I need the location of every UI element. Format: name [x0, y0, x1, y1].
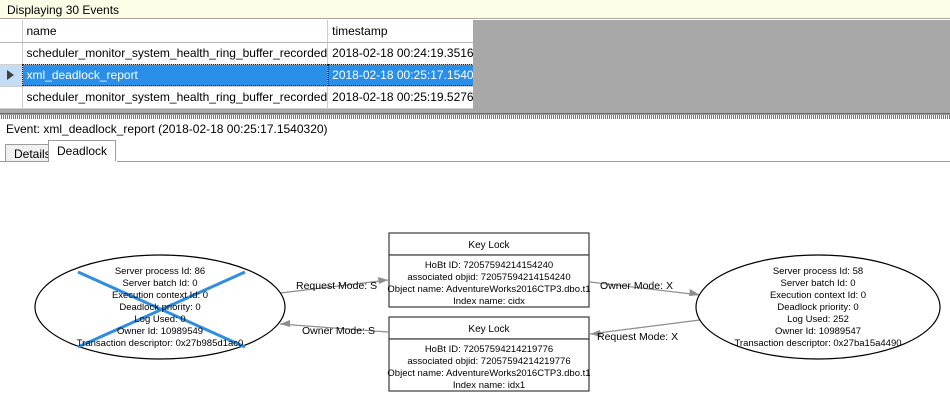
- left-process-line-6: Transaction descriptor: 0x27b985d1ac0: [77, 338, 244, 349]
- cell-timestamp[interactable]: 2018-02-18 00:25:17.1540320: [327, 64, 495, 87]
- table-row[interactable]: scheduler_monitor_system_health_ring_buf…: [0, 86, 495, 109]
- right-process-line-5: Owner Id: 10989547: [775, 326, 861, 337]
- right-process-line-0: Server process Id: 58: [773, 266, 863, 277]
- cell-name[interactable]: scheduler_monitor_system_health_ring_buf…: [22, 86, 329, 109]
- lower-lock-line-0: HoBt ID: 72057594214219776: [425, 344, 553, 355]
- arrow-head-icon: [689, 289, 700, 296]
- left-process-node[interactable]: Server process Id: 86 Server batch Id: 0…: [34, 254, 286, 360]
- left-process-line-4: Log Used: 0: [134, 314, 185, 325]
- header-row: name timestamp: [0, 20, 495, 43]
- left-process-line-2: Execution context Id: 0: [112, 290, 208, 301]
- deadlock-graph-svg: Request Mode: S Owner Mode: X Owner Mode…: [34, 232, 941, 392]
- event-detail-header: Event: xml_deadlock_report (2018-02-18 0…: [0, 120, 950, 138]
- upper-lock-title: Key Lock: [468, 240, 510, 251]
- right-process-node[interactable]: Server process Id: 58 Server batch Id: 0…: [695, 254, 941, 360]
- left-process-line-0: Server process Id: 86: [115, 266, 205, 277]
- upper-key-lock-node[interactable]: Key Lock HoBt ID: 72057594214154240 asso…: [387, 232, 591, 308]
- events-count-banner: Displaying 30 Events: [0, 0, 950, 19]
- upper-lock-line-3: Index name: cidx: [453, 296, 525, 307]
- right-process-line-4: Log Used: 252: [787, 314, 849, 325]
- edge-lower-owner-left: Owner Mode: S: [279, 320, 389, 337]
- lower-lock-body-box: [388, 338, 590, 392]
- table-row-selected[interactable]: xml_deadlock_report 2018-02-18 00:25:17.…: [0, 64, 495, 87]
- upper-lock-line-0: HoBt ID: 72057594214154240: [425, 260, 553, 271]
- deadlock-victim-cross-icon: [77, 270, 246, 349]
- row-selector-cell[interactable]: [0, 86, 23, 109]
- cell-timestamp[interactable]: 2018-02-18 00:24:19.3516078: [327, 42, 495, 65]
- events-table-header: name timestamp: [0, 20, 495, 43]
- events-count-label: Displaying 30 Events: [7, 3, 120, 17]
- cell-timestamp[interactable]: 2018-02-18 00:25:19.5276859: [327, 86, 495, 109]
- edge-upper-owner-right: Owner Mode: X: [589, 280, 701, 296]
- upper-lock-line-1: associated objid: 72057594214154240: [407, 272, 570, 283]
- right-process-line-6: Transaction descriptor: 0x27ba15a4490: [734, 338, 901, 349]
- lower-key-lock-node[interactable]: Key Lock HoBt ID: 72057594214219776 asso…: [387, 316, 591, 392]
- grid-empty-area: [473, 20, 950, 113]
- tab-deadlock[interactable]: Deadlock: [48, 140, 117, 162]
- tabstrip-underline: [0, 161, 950, 162]
- lower-lock-title: Key Lock: [468, 324, 510, 335]
- arrow-head-icon: [590, 330, 601, 337]
- row-selector-cell[interactable]: [0, 42, 23, 65]
- arrow-head-icon: [280, 320, 290, 327]
- left-process-line-1: Server batch Id: 0: [123, 278, 198, 289]
- cell-name[interactable]: scheduler_monitor_system_health_ring_buf…: [22, 42, 329, 65]
- event-detail-title: Event: xml_deadlock_report (2018-02-18 0…: [6, 122, 328, 136]
- column-header-timestamp[interactable]: timestamp: [327, 20, 495, 43]
- edge-right-request-lower: Request Mode: X: [589, 319, 701, 343]
- edge-label-lower-owner-left: Owner Mode: S: [302, 325, 375, 337]
- arrow-head-icon: [378, 277, 388, 284]
- right-process-line-1: Server batch Id: 0: [781, 278, 856, 289]
- cell-name[interactable]: xml_deadlock_report: [22, 64, 329, 87]
- detail-tabstrip: Details Deadlock: [0, 140, 950, 162]
- deadlock-graph-canvas[interactable]: Request Mode: S Owner Mode: X Owner Mode…: [0, 162, 950, 400]
- right-process-line-3: Deadlock priority: 0: [777, 302, 858, 313]
- events-table: name timestamp scheduler_monitor_system_…: [0, 20, 495, 109]
- edge-left-request-upper: Request Mode: S: [271, 277, 389, 295]
- horizontal-splitter[interactable]: [0, 114, 950, 119]
- process-ellipse: [695, 254, 941, 360]
- left-process-line-5: Owner Id: 10989549: [117, 326, 203, 337]
- events-grid[interactable]: name timestamp scheduler_monitor_system_…: [0, 20, 950, 114]
- edge-label-left-request-upper: Request Mode: S: [296, 280, 377, 292]
- lower-lock-line-1: associated objid: 72057594214219776: [407, 356, 570, 367]
- right-process-line-2: Execution context Id: 0: [770, 290, 866, 301]
- lower-lock-line-3: Index name: idx1: [453, 380, 525, 391]
- table-row[interactable]: scheduler_monitor_system_health_ring_buf…: [0, 42, 495, 65]
- column-header-selector[interactable]: [0, 20, 23, 43]
- current-row-arrow-icon: [7, 70, 14, 80]
- tabstrip-active-gap: [49, 161, 117, 163]
- column-header-name[interactable]: name: [22, 20, 329, 43]
- left-process-line-3: Deadlock priority: 0: [119, 302, 200, 313]
- upper-lock-line-2: Object name: AdventureWorks2016CTP3.dbo.…: [387, 284, 590, 295]
- lower-lock-line-2: Object name: AdventureWorks2016CTP3.dbo.…: [387, 368, 590, 379]
- events-table-body: scheduler_monitor_system_health_ring_buf…: [0, 42, 495, 109]
- edge-label-upper-owner-right: Owner Mode: X: [600, 280, 673, 292]
- row-selector-cell[interactable]: [0, 64, 23, 87]
- upper-lock-body-box: [388, 254, 590, 308]
- edge-label-right-request-lower: Request Mode: X: [597, 331, 678, 343]
